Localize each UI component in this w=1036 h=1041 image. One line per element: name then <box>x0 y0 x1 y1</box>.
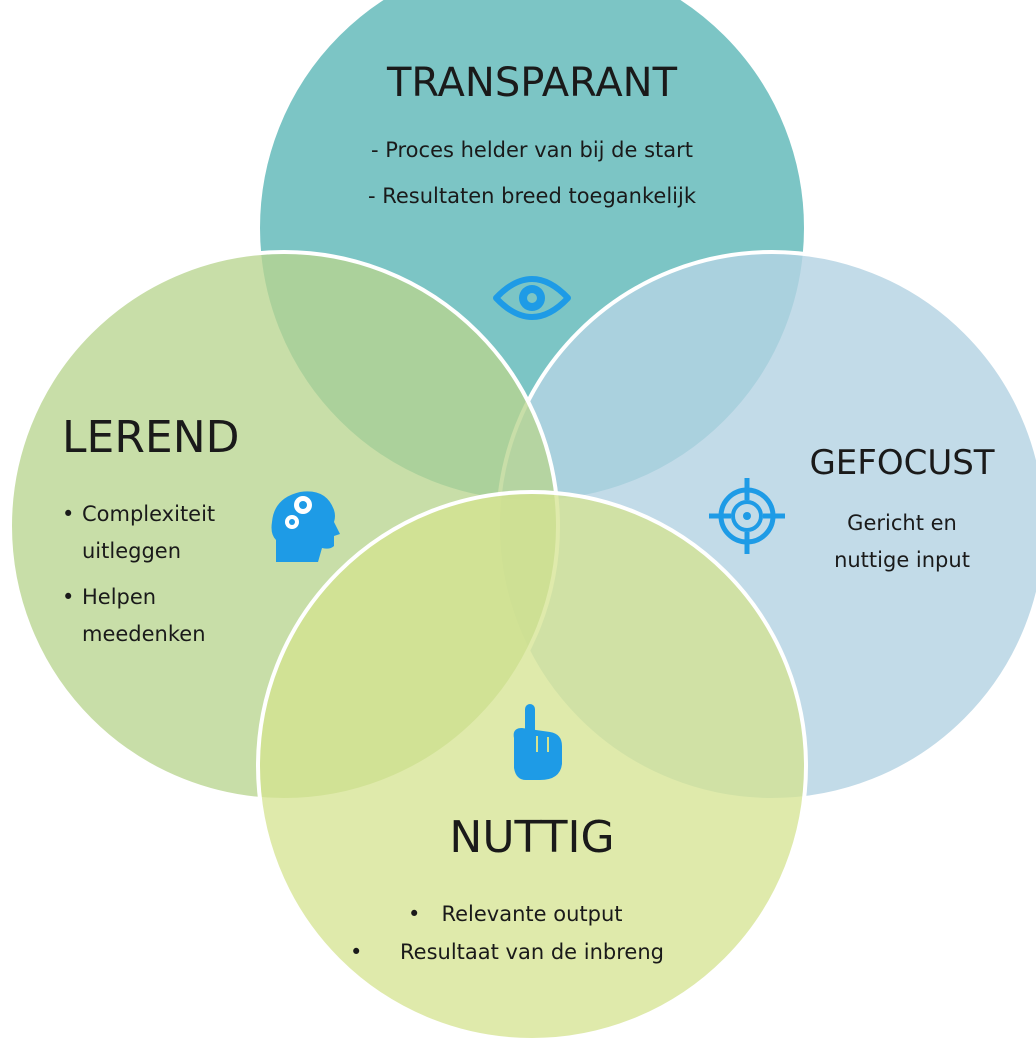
nuttig-title: NUTTIG <box>449 812 614 863</box>
pointing-hand-icon <box>513 704 562 780</box>
lerend-bullet-1: • <box>62 502 74 526</box>
lerend-title: LEREND <box>62 412 239 463</box>
nuttig-bullet-2: • <box>350 940 362 964</box>
gefocust-title: GEFOCUST <box>809 443 994 483</box>
target-crosshair-icon <box>709 478 785 554</box>
lerend-line-3: Helpen <box>82 585 156 609</box>
gefocust-line-2: nuttige input <box>834 548 970 572</box>
transparant-line-2: - Resultaten breed toegankelijk <box>368 184 697 208</box>
lerend-line-1: Complexiteit <box>82 502 215 526</box>
nuttig-bullet-1: • <box>408 902 420 926</box>
gefocust-line-1: Gericht en <box>847 511 957 535</box>
lerend-line-2: uitleggen <box>82 539 181 563</box>
head-gears-icon <box>271 491 340 562</box>
nuttig-line-2: Resultaat van de inbreng <box>400 940 664 964</box>
lerend-bullet-2: • <box>62 585 74 609</box>
lerend-line-4: meedenken <box>82 622 206 646</box>
eye-icon <box>493 276 571 320</box>
nuttig-line-1: Relevante output <box>441 902 622 926</box>
transparant-line-1: - Proces helder van bij de start <box>371 138 693 162</box>
transparant-title: TRANSPARANT <box>386 60 678 106</box>
